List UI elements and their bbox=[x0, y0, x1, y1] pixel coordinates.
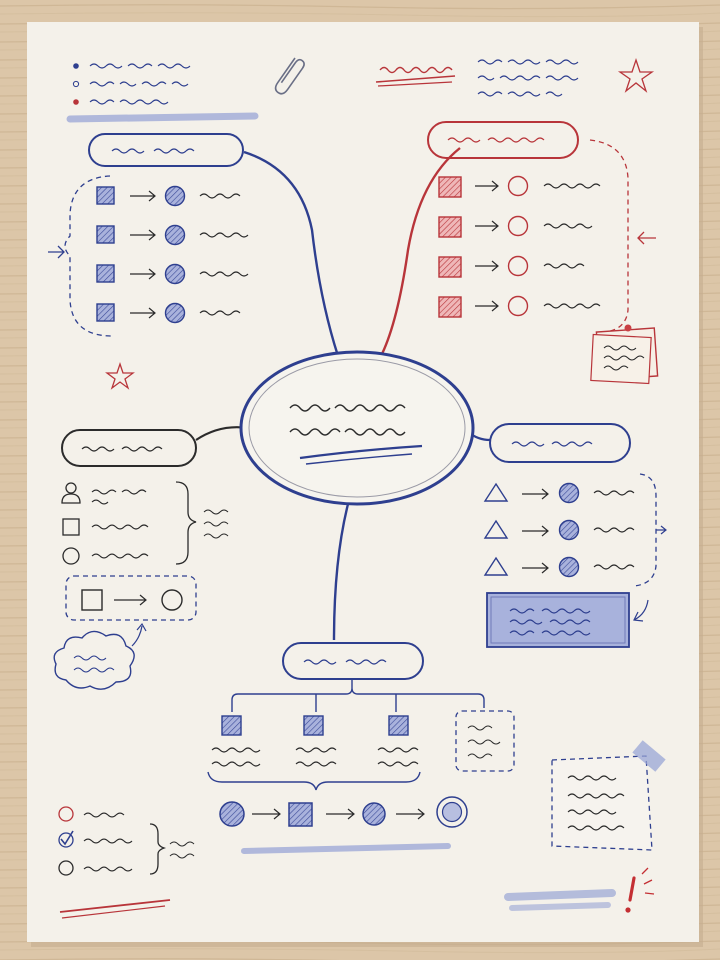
branch-label-pill bbox=[427, 121, 579, 159]
row-2 bbox=[96, 224, 249, 246]
top-left-notes bbox=[66, 63, 259, 123]
star-doodle-icon bbox=[105, 361, 135, 390]
branch-top-right bbox=[427, 121, 659, 385]
branch-middle-right bbox=[483, 423, 667, 648]
curly-brace bbox=[175, 481, 197, 565]
dashed-box bbox=[455, 710, 515, 772]
child-2 bbox=[295, 715, 337, 767]
paperclip-icon bbox=[274, 57, 305, 95]
row-2 bbox=[483, 519, 635, 541]
row-3 bbox=[438, 255, 585, 278]
curly-brace bbox=[207, 771, 421, 791]
branch-label-pill bbox=[489, 423, 631, 463]
blue-highlight-stroke bbox=[504, 889, 616, 901]
circle-icon bbox=[62, 547, 80, 565]
arrow-icon bbox=[637, 231, 656, 245]
tape-icon bbox=[632, 740, 666, 772]
arrow-icon bbox=[656, 525, 667, 535]
arrow-icon bbox=[633, 599, 649, 622]
row-2 bbox=[438, 215, 593, 238]
square-icon bbox=[62, 518, 80, 536]
row-1 bbox=[483, 482, 635, 504]
row-1 bbox=[96, 185, 241, 207]
dashed-box bbox=[65, 575, 197, 621]
arrow-icon bbox=[131, 622, 147, 647]
blue-highlight-stroke bbox=[66, 112, 259, 123]
curly-brace bbox=[149, 823, 167, 875]
exclamation-icon bbox=[625, 867, 655, 913]
row-1 bbox=[438, 175, 601, 198]
row-3 bbox=[483, 556, 635, 578]
branch-label-pill bbox=[282, 642, 424, 680]
child-1 bbox=[211, 715, 261, 767]
checkbox-checked-icon bbox=[58, 830, 74, 848]
branch-middle-left bbox=[53, 429, 229, 690]
bottom-left-checklist bbox=[58, 806, 195, 919]
row-4 bbox=[438, 295, 601, 318]
branch-label-pill bbox=[61, 429, 197, 467]
arrow-icon bbox=[48, 245, 65, 259]
dashed-note bbox=[551, 755, 653, 851]
branch-bottom bbox=[207, 642, 515, 854]
branch-top-left bbox=[48, 133, 249, 337]
row-4 bbox=[96, 302, 241, 324]
central-node bbox=[239, 350, 475, 506]
dashed-bracket bbox=[589, 139, 629, 333]
top-right-notes bbox=[375, 59, 579, 97]
person-icon bbox=[61, 482, 81, 504]
star-doodle-icon bbox=[617, 57, 655, 93]
child-3 bbox=[377, 715, 419, 767]
highlighted-note-box bbox=[486, 592, 630, 648]
bottom-right-note bbox=[504, 740, 666, 913]
cloud-icon bbox=[53, 630, 135, 690]
blue-highlight-stroke bbox=[241, 843, 451, 854]
dashed-bracket bbox=[633, 473, 657, 587]
branch-label-pill bbox=[88, 133, 244, 167]
tree-connector bbox=[231, 679, 485, 712]
flow-sequence bbox=[219, 796, 468, 828]
sticky-note-icon bbox=[590, 324, 659, 385]
row-3 bbox=[96, 263, 249, 285]
